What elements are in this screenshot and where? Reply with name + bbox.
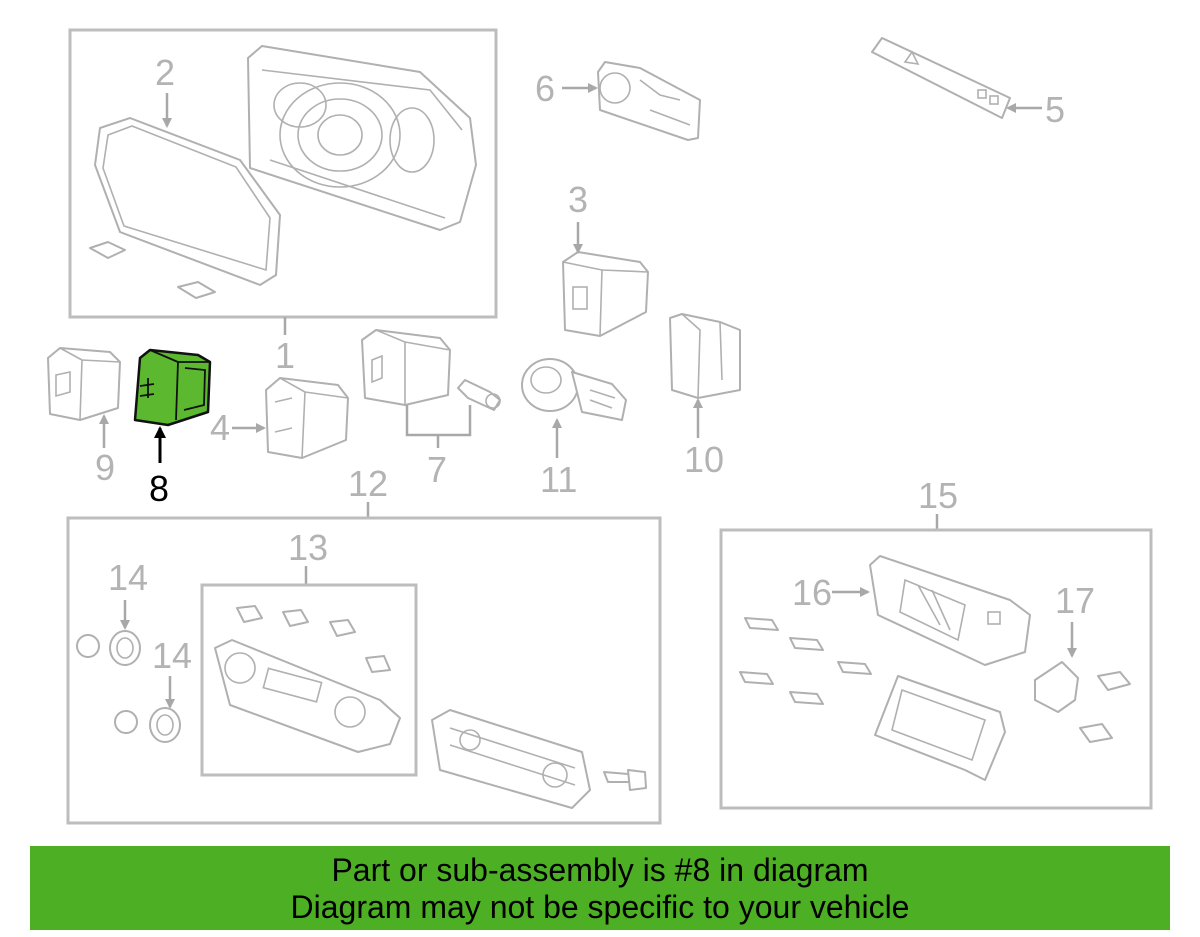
part-11 (521, 358, 627, 421)
part-14-knob-bottom (114, 707, 181, 743)
callout-2: 2 (155, 52, 175, 93)
callout-17: 17 (1055, 580, 1095, 621)
callout-7: 7 (427, 449, 447, 490)
callout-11: 11 (540, 459, 577, 500)
callout-14-bottom: 14 (152, 635, 192, 676)
part-8-highlighted[interactable] (133, 348, 212, 427)
callout-9: 9 (95, 447, 115, 488)
group-box-15 (719, 528, 1153, 810)
group-box-1 (68, 28, 498, 319)
callout-5: 5 (1045, 89, 1065, 130)
part-2-cluster-lens (89, 117, 281, 299)
callout-10: 10 (684, 439, 724, 480)
part-10 (669, 313, 741, 399)
group-box-12 (66, 516, 662, 825)
part-4 (265, 377, 349, 459)
banner-line-2: Diagram may not be specific to your vehi… (290, 889, 910, 925)
callout-13: 13 (288, 527, 328, 568)
info-banner: Part or sub-assembly is #8 in diagram Di… (30, 846, 1170, 930)
callout-1: 1 (275, 335, 295, 376)
callout-16: 16 (792, 572, 832, 613)
callout-12: 12 (348, 463, 388, 504)
part-15-lower-display (874, 675, 1006, 781)
group-box-13 (200, 583, 418, 777)
callout-14-top: 14 (108, 557, 148, 598)
part-17 (1034, 661, 1131, 743)
callout-8: 8 (149, 468, 169, 509)
part-14-knob-top (76, 630, 141, 666)
callout-4: 4 (210, 407, 230, 448)
part-9 (47, 347, 121, 421)
part-cluster-housing (247, 45, 477, 231)
callout-15: 15 (918, 475, 958, 516)
part-7-pin (457, 379, 501, 411)
part-5 (871, 37, 1011, 119)
part-7-switch (361, 329, 451, 406)
part-3 (562, 251, 649, 337)
callout-3: 3 (568, 179, 588, 220)
part-climate-panel (431, 709, 591, 809)
part-15-clips (739, 617, 872, 705)
part-16-display (869, 555, 1031, 666)
part-6 (597, 61, 701, 141)
callout-6: 6 (535, 68, 555, 109)
banner-line-1: Part or sub-assembly is #8 in diagram (331, 852, 869, 888)
part-screw-12 (603, 769, 647, 791)
part-13-bezel (214, 605, 401, 753)
